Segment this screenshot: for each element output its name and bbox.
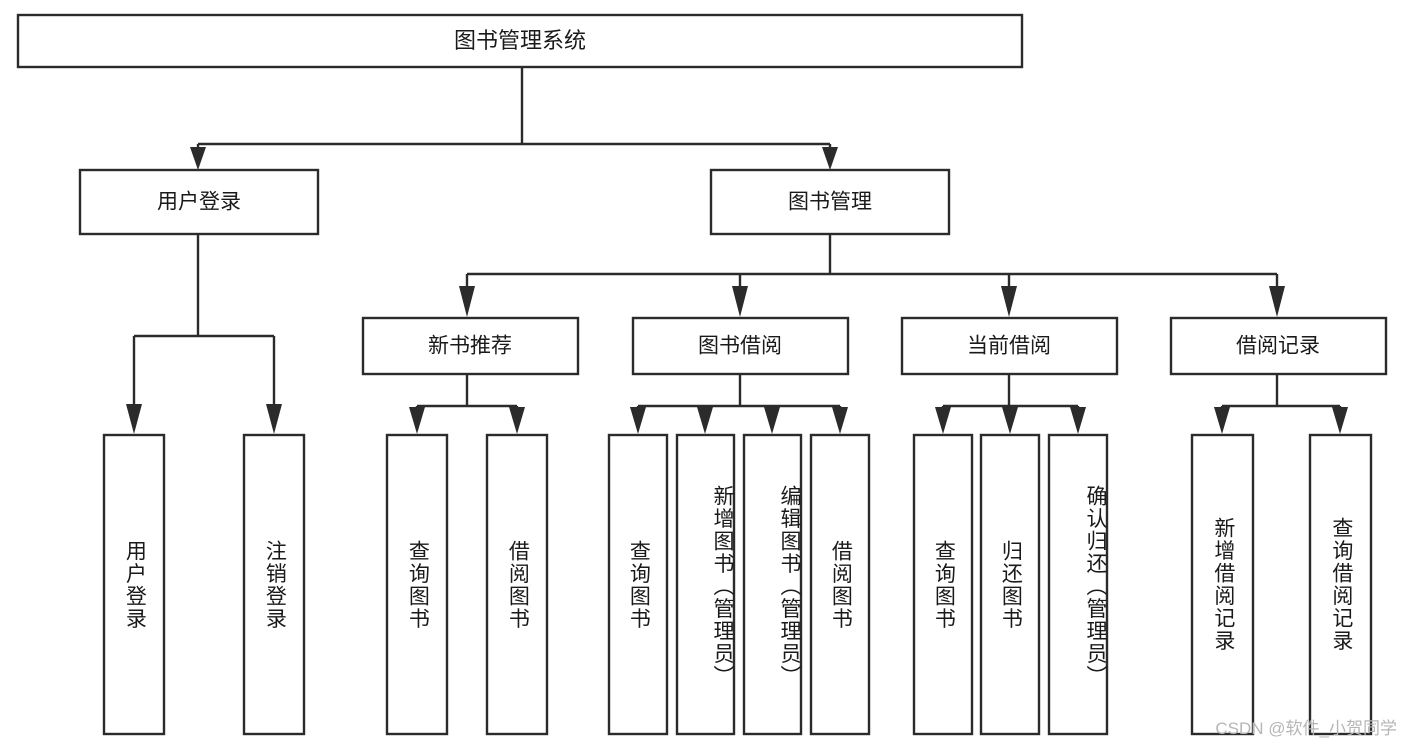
node-current-borrow-box[interactable] bbox=[900, 316, 1119, 376]
arrowhead-current-borrow bbox=[1001, 286, 1017, 317]
connector-group-book-borrow bbox=[630, 375, 848, 434]
node-book-manage[interactable]: 图书管理 bbox=[709, 168, 951, 236]
leaf-query-book-1-box[interactable] bbox=[385, 433, 449, 736]
node-book-borrow-box[interactable] bbox=[631, 316, 850, 376]
arrowhead-book-manage bbox=[822, 147, 838, 170]
arrowhead-user-login bbox=[190, 147, 206, 170]
node-borrow-record[interactable]: 借阅记录 bbox=[1169, 316, 1388, 376]
arrowhead-book-borrow bbox=[732, 286, 748, 317]
node-borrow-record-box[interactable] bbox=[1169, 316, 1388, 376]
node-current-borrow[interactable]: 当前借阅 bbox=[900, 316, 1119, 376]
node-root-label: 图书管理系统 bbox=[454, 28, 586, 53]
arrowhead-leaf-add-book-admin bbox=[697, 407, 713, 434]
node-current-borrow-label: 当前借阅 bbox=[967, 335, 1051, 358]
leaf-confirm-return-admin-box[interactable] bbox=[1047, 433, 1109, 736]
node-borrow-record-label: 借阅记录 bbox=[1236, 335, 1320, 358]
node-book-borrow-label: 图书借阅 bbox=[698, 335, 782, 358]
leaf-borrow-book-1-box[interactable] bbox=[485, 433, 549, 736]
leaf-user-login-box[interactable] bbox=[102, 433, 166, 736]
node-book-borrow[interactable]: 图书借阅 bbox=[631, 316, 850, 376]
leaf-borrow-book-2-box[interactable] bbox=[809, 433, 871, 736]
connector-group-borrow-record bbox=[1214, 375, 1348, 434]
arrowhead-leaf-borrow-book-2 bbox=[832, 407, 848, 434]
node-book-manage-label: 图书管理 bbox=[788, 191, 872, 214]
arrowhead-leaf-confirm-return-admin bbox=[1070, 407, 1086, 434]
node-user-login[interactable]: 用户登录 bbox=[78, 168, 320, 236]
leaf-logout-login-box[interactable] bbox=[242, 433, 306, 736]
arrowhead-borrow-record bbox=[1269, 286, 1285, 317]
node-user-login-label: 用户登录 bbox=[157, 191, 241, 214]
connector-group-root bbox=[190, 68, 838, 170]
node-user-login-box[interactable] bbox=[78, 168, 320, 236]
arrowhead-new-book-rec bbox=[459, 286, 475, 317]
connector-group-user-login bbox=[126, 234, 282, 434]
arrowhead-leaf-edit-book-admin bbox=[764, 407, 780, 434]
leaf-query-borrow-record-box[interactable] bbox=[1308, 433, 1373, 736]
arrowhead-leaf-query-book-3 bbox=[935, 407, 951, 434]
arrowhead-leaf-query-book-2 bbox=[630, 407, 646, 434]
arrowhead-leaf-query-book-1 bbox=[409, 407, 425, 434]
arrowhead-leaf-user-login bbox=[126, 404, 142, 434]
node-root-box[interactable] bbox=[16, 13, 1024, 69]
connector-group-current-borrow bbox=[935, 375, 1086, 434]
node-new-book-rec-box[interactable] bbox=[361, 316, 580, 376]
arrowhead-leaf-logout-login bbox=[266, 404, 282, 434]
connector-group-new-book-rec bbox=[409, 375, 525, 434]
connector-group-book-manage bbox=[459, 234, 1285, 317]
leaf-edit-book-admin-box[interactable] bbox=[742, 433, 803, 736]
csdn-watermark: CSDN @软件_小贺同学 bbox=[1215, 719, 1397, 738]
node-book-manage-box[interactable] bbox=[709, 168, 951, 236]
node-root[interactable]: 图书管理系统 bbox=[16, 13, 1024, 69]
arrowhead-leaf-return-book bbox=[1002, 407, 1018, 434]
leaf-query-book-3-box[interactable] bbox=[912, 433, 974, 736]
node-new-book-rec-label: 新书推荐 bbox=[428, 335, 512, 358]
leaf-add-book-admin-box[interactable] bbox=[675, 433, 736, 736]
leaf-add-borrow-record-box[interactable] bbox=[1190, 433, 1255, 736]
node-new-book-rec[interactable]: 新书推荐 bbox=[361, 316, 580, 376]
arrowhead-leaf-borrow-book-1 bbox=[509, 407, 525, 434]
arrowhead-leaf-query-borrow-record bbox=[1332, 407, 1348, 434]
arrowhead-leaf-add-borrow-record bbox=[1214, 407, 1230, 434]
leaf-return-book-box[interactable] bbox=[979, 433, 1041, 736]
leaf-query-book-2-box[interactable] bbox=[607, 433, 669, 736]
